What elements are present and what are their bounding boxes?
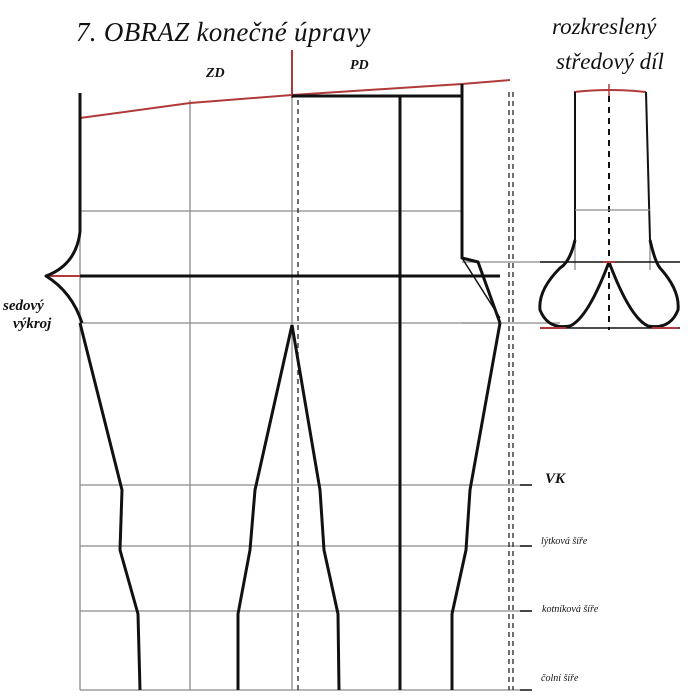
leg-right-outer [450,322,502,690]
outline [44,84,502,691]
red-lines [46,50,511,277]
center-piece-right-lobe [607,239,680,329]
leg-right-inner [290,324,341,691]
label-front-piece: PD [350,58,369,73]
page-title: 7. OBRAZ konečné úpravy [76,17,371,47]
dashed-lines [297,92,514,690]
seat-curve [44,231,84,324]
center-piece-left-lobe [538,239,611,329]
side-edge [460,84,502,324]
seat-cut-label-line2: výkroj [13,316,52,332]
leg-left-inner [236,324,294,690]
foot-width-label: čolní šíře [541,673,579,684]
side-ticks [520,484,532,691]
side-diagonal [461,257,501,319]
side-title-line1: rozkreslený [552,14,657,39]
seat-cut-label-line1: sedový [3,298,44,314]
center-piece [538,84,680,330]
waist-line [79,79,511,119]
calf-width-label: lýtková šíře [541,536,588,547]
center-piece-waist [573,89,647,93]
knee-line-label: VK [545,471,566,487]
label-back-piece: ZD [206,66,225,81]
leg-left-outer [78,322,142,691]
ankle-width-label: kotníková šíře [542,604,599,615]
side-title-line2: středový díl [556,49,664,74]
